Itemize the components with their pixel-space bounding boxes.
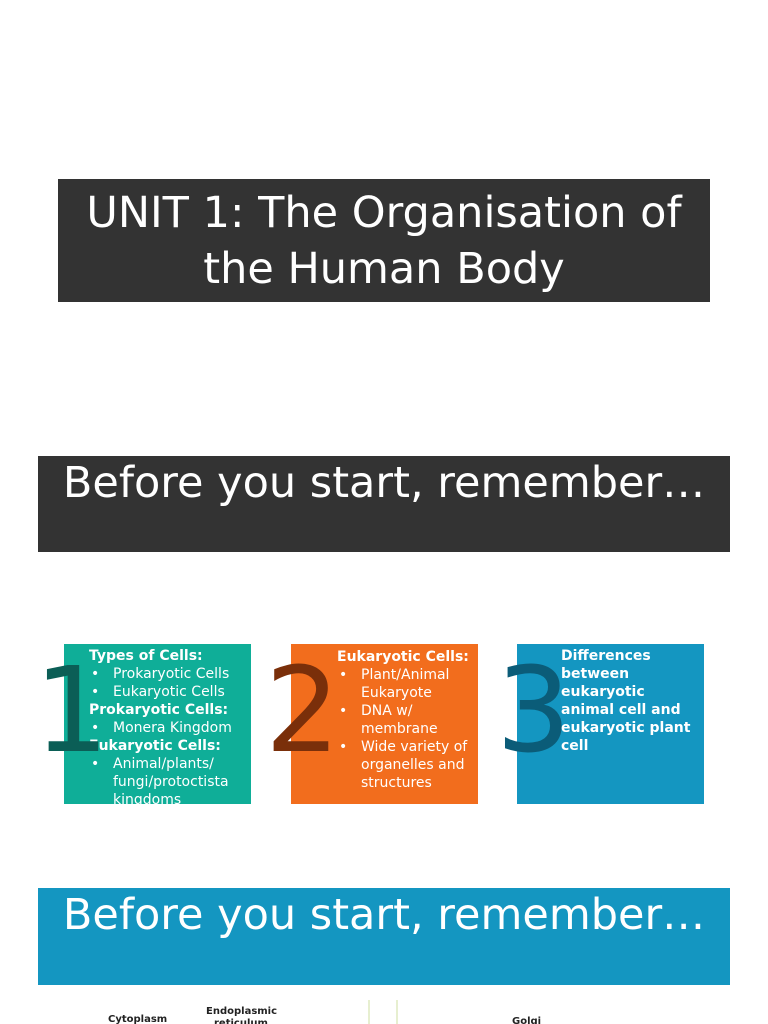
card-text: Differences between eukaryotic animal ce…: [561, 648, 691, 754]
diagram-line: [396, 1000, 398, 1024]
card-eukaryotic-cells: Eukaryotic Cells: Plant/Animal Eukaryote…: [291, 644, 478, 804]
cell-diagram-preview: Cytoplasm Endoplasmic reticulum Golgi: [0, 986, 768, 1024]
diagram-label: Endoplasmic: [206, 1006, 278, 1017]
reminder-heading: Before you start, remember…: [62, 890, 706, 940]
list-item: DNA w/ membrane: [337, 702, 472, 738]
bullet-list: Monera Kingdom: [89, 719, 245, 737]
bullet-list: Plant/Animal Eukaryote DNA w/ membrane W…: [337, 666, 472, 792]
diagram-label: Cytoplasm: [108, 1014, 168, 1024]
list-item: Eukaryotic Cells: [89, 683, 245, 701]
bullet-list: Prokaryotic Cells Eukaryotic Cells: [89, 665, 245, 701]
list-item: Monera Kingdom: [89, 719, 245, 737]
card-heading: Eukaryotic Cells:: [89, 738, 221, 754]
diagram-label: Golgi: [512, 1016, 542, 1024]
card-heading: Types of Cells:: [89, 648, 203, 664]
diagram-label: reticulum: [214, 1018, 268, 1024]
list-item: Plant/Animal Eukaryote: [337, 666, 472, 702]
page-title: UNIT 1: The Organisation of the Human Bo…: [86, 187, 682, 294]
bullet-list: Animal/plants/ fungi/protoctista kingdom…: [89, 755, 245, 804]
card-heading: Prokaryotic Cells:: [89, 702, 229, 718]
reminder-heading: Before you start, remember…: [62, 458, 706, 508]
reminder-banner: Before you start, remember…: [38, 888, 730, 985]
list-item: Prokaryotic Cells: [89, 665, 245, 683]
title-banner: UNIT 1: The Organisation of the Human Bo…: [58, 179, 710, 302]
card-differences: Differences between eukaryotic animal ce…: [517, 644, 704, 804]
card-heading: Eukaryotic Cells:: [337, 649, 469, 665]
reminder-banner: Before you start, remember…: [38, 456, 730, 552]
card-types-of-cells: Types of Cells: Prokaryotic Cells Eukary…: [64, 644, 251, 804]
list-item: Animal/plants/ fungi/protoctista kingdom…: [89, 755, 245, 804]
list-item: Wide variety of organelles and structure…: [337, 738, 472, 792]
diagram-line: [368, 1000, 370, 1024]
